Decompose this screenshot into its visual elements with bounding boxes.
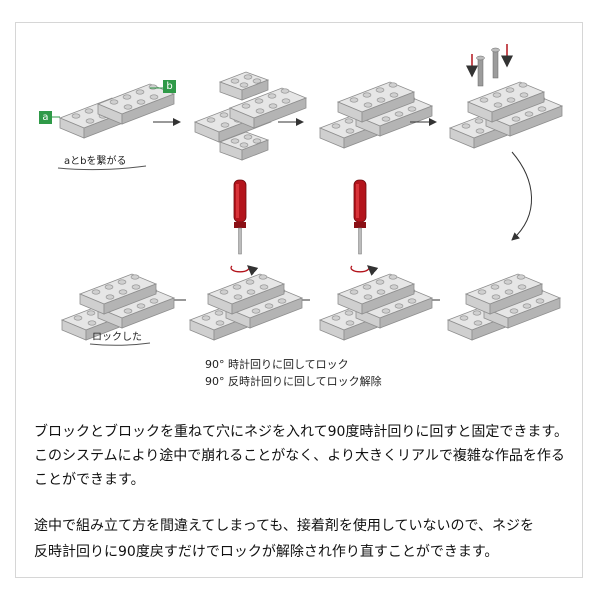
step5-assembly <box>448 274 560 340</box>
step6-screwdriver-assembly <box>320 179 432 340</box>
caption-connect: aとbを繋がる <box>64 156 127 167</box>
description-line-2: このシステムにより途中で崩れることがなく、より大きくリアルで複雑な作品を作る <box>34 448 565 464</box>
label-a: a <box>39 111 52 124</box>
step2-bricks <box>194 71 307 161</box>
assembly-diagram <box>52 44 600 346</box>
curved-arrow <box>511 151 532 241</box>
connect-underline <box>57 165 147 171</box>
step4-assembly-with-screws <box>450 44 562 148</box>
step1-bricks <box>52 83 175 139</box>
description-line-5: 反時計回りに90度戻すだけでロックが解除され作り直すことができます。 <box>34 544 499 560</box>
step7-screwdriver-assembly <box>190 179 302 340</box>
locked-underline <box>89 342 151 346</box>
description-line-4: 途中で組み立て方を間違えてしまっても、接着剤を使用していないので、ネジを <box>34 518 534 534</box>
step3-assembly <box>320 82 432 148</box>
description-line-1: ブロックとブロックを重ねて穴にネジを入れて90度時計回りに回すと固定できます。 <box>34 424 568 440</box>
description-line-3: ことができます。 <box>34 472 145 488</box>
note-lock: 90° 時計回りに回してロック <box>205 358 349 371</box>
label-b: b <box>163 80 176 93</box>
note-unlock: 90° 反時計回りに回してロック解除 <box>205 375 382 388</box>
caption-locked: ロックした <box>92 332 142 343</box>
